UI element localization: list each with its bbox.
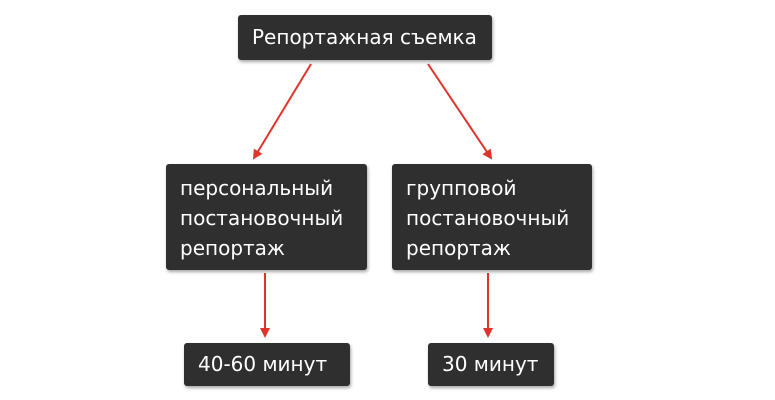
arrow-root-to-left bbox=[252, 63, 312, 160]
branch-node-group-staged: групповой постановочный репортаж bbox=[392, 164, 592, 270]
root-node-reportage-shooting: Репортажная съемка bbox=[238, 15, 492, 60]
branch-node-personal-staged: персональный постановочный репортаж bbox=[166, 164, 367, 270]
duration-node-group: 30 минут bbox=[428, 343, 554, 386]
arrow-root-to-right bbox=[427, 63, 493, 160]
duration-node-personal: 40-60 минут bbox=[184, 343, 350, 386]
